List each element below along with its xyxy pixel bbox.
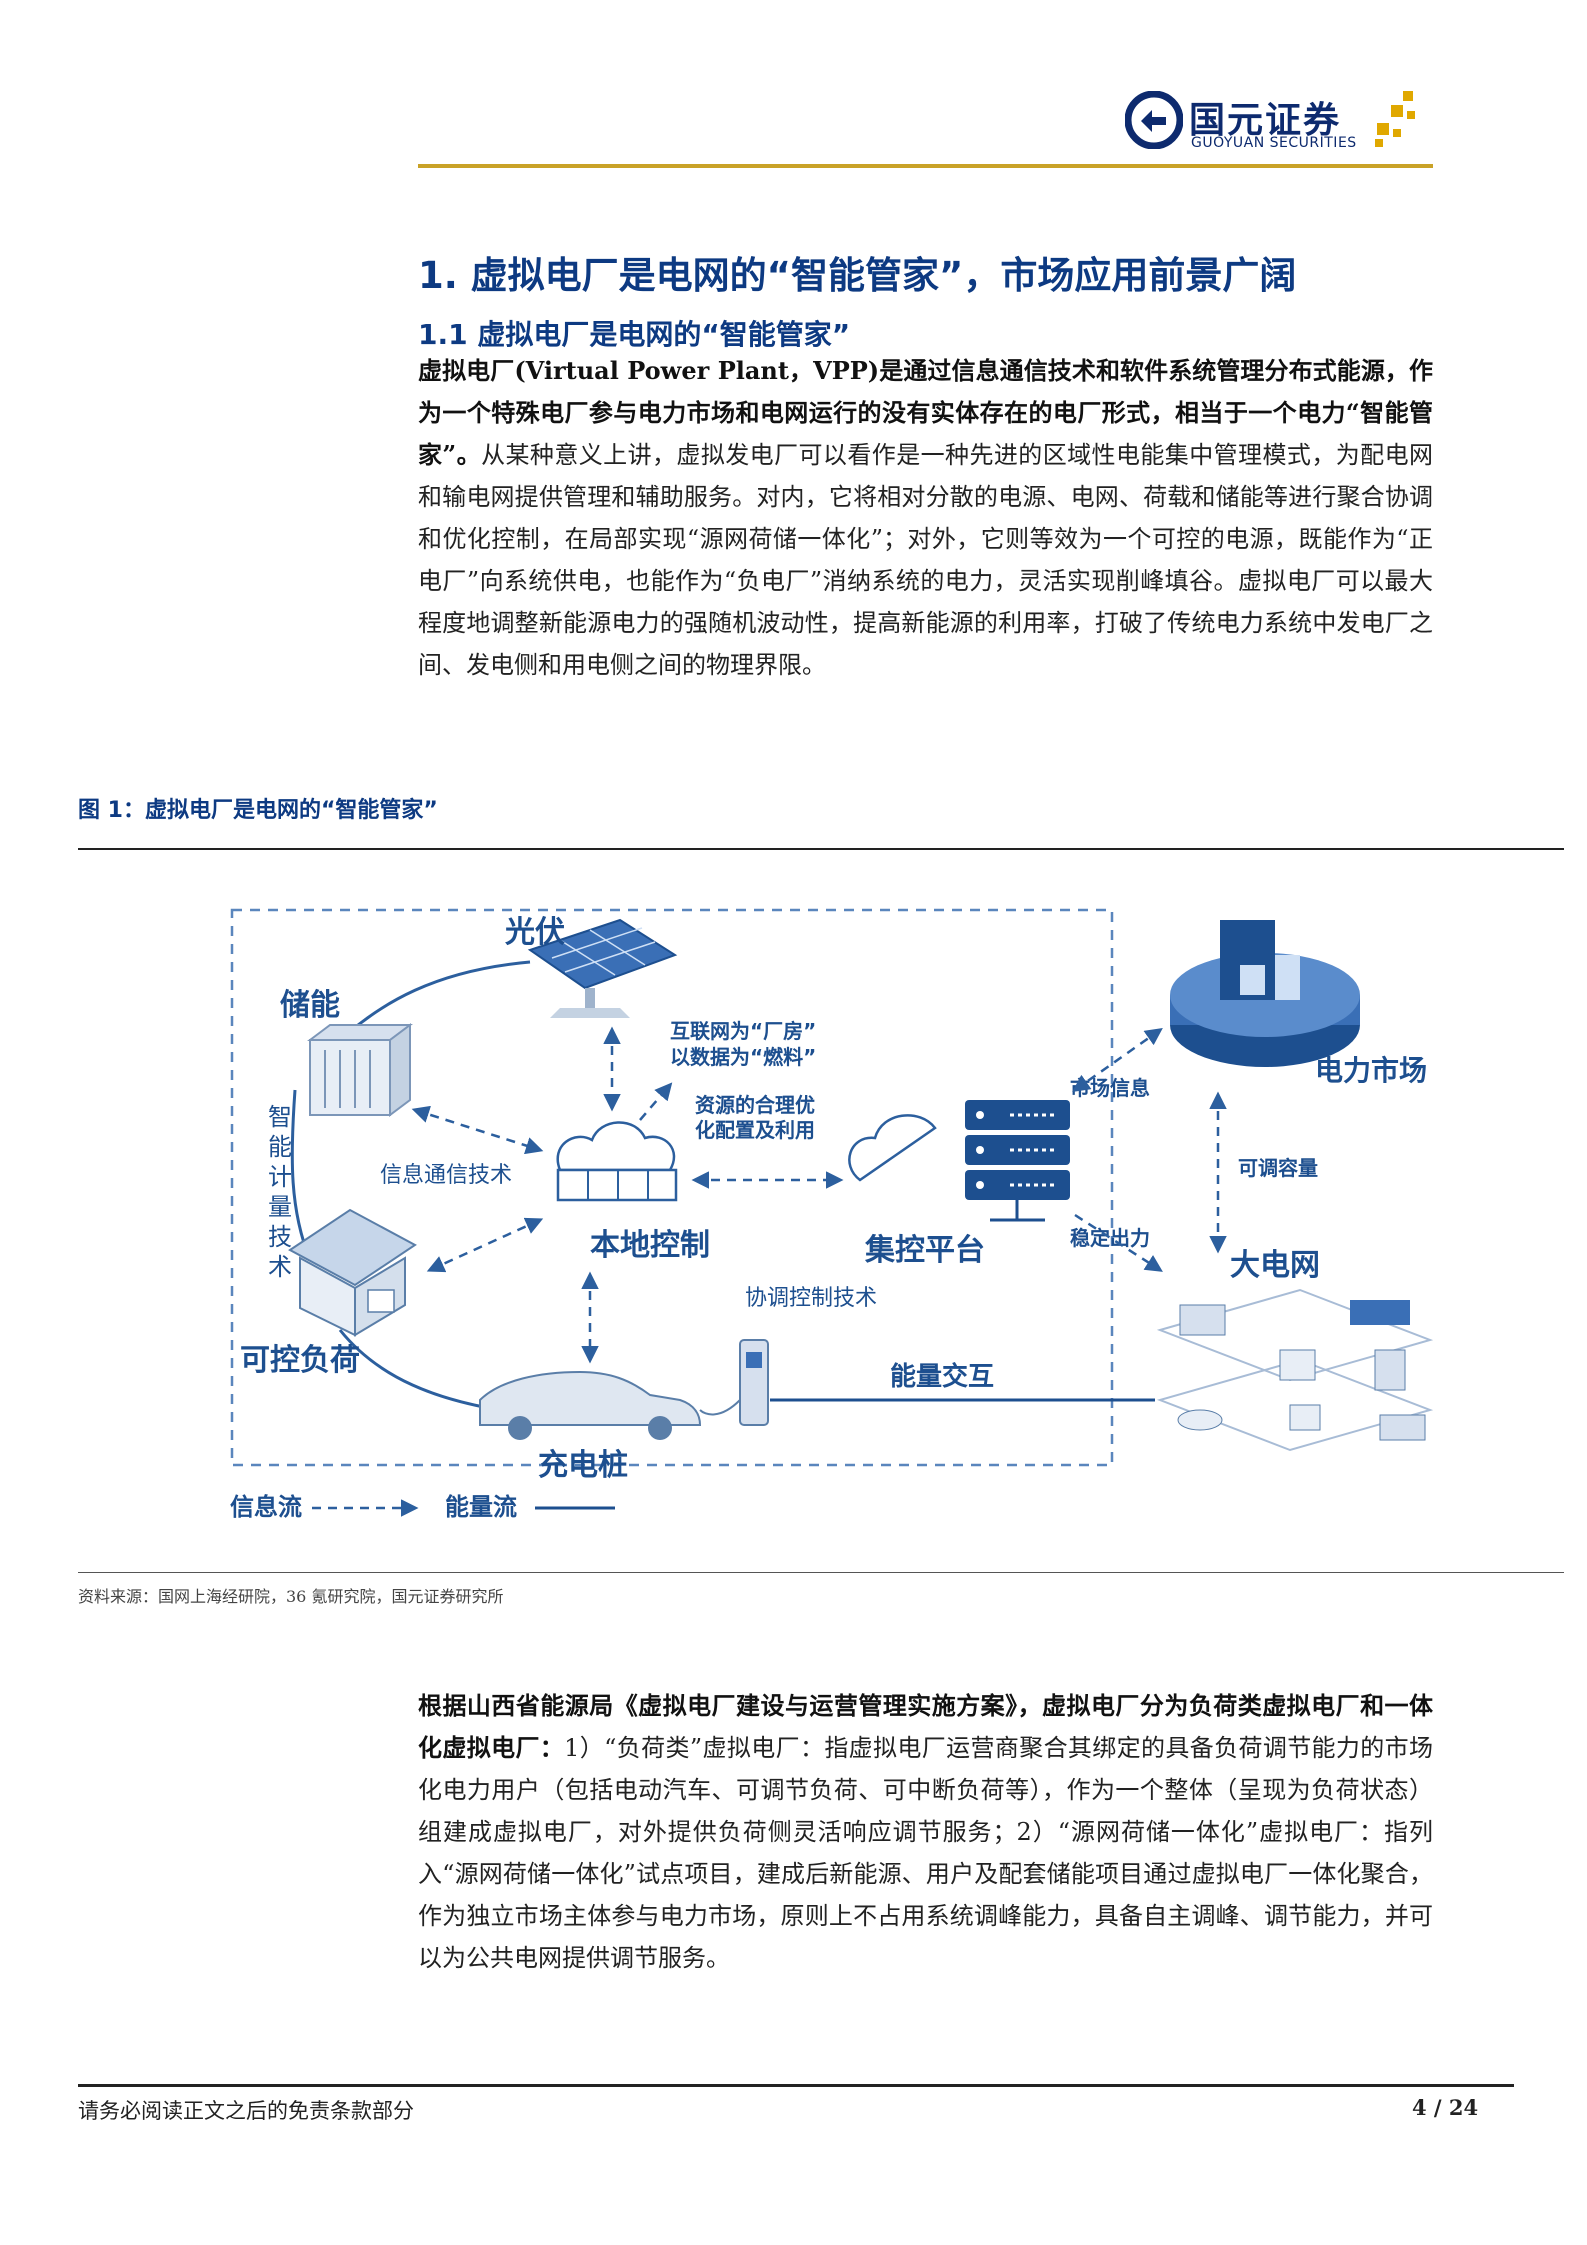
power-market-icon	[1170, 920, 1360, 1067]
legend-info-label: 信息流	[230, 1493, 302, 1521]
central-platform-label: 集控平台	[864, 1233, 985, 1268]
energy-exchange-label: 能量交互	[890, 1361, 994, 1392]
internet-factory-label-2: 以数据为“燃料”	[670, 1045, 816, 1069]
local-control-label: 本地控制	[590, 1228, 710, 1263]
subsection-heading: 1.1 虚拟电厂是电网的“智能管家”	[418, 318, 851, 351]
local-control-icon	[556, 1121, 678, 1202]
footer-rule	[78, 2084, 1514, 2087]
logo-circle-icon	[1125, 91, 1183, 149]
local-internet-flow	[639, 1082, 673, 1121]
central-market-flow	[1072, 1027, 1163, 1093]
grid-label: 大电网	[1230, 1248, 1320, 1283]
pv-label: 光伏	[505, 915, 565, 950]
logo-squares-icon	[1375, 91, 1415, 147]
internet-factory-label-1: 互联网为“厂房”	[670, 1019, 816, 1043]
car-icon	[479, 1370, 702, 1440]
smart-meter-label: 智能计量技术	[268, 1103, 292, 1281]
stable-output-label: 稳定出力	[1070, 1226, 1150, 1250]
central-grid-flow	[1074, 1213, 1163, 1272]
page-number: 4 / 24	[1412, 2095, 1479, 2120]
footer-disclaimer: 请务必阅读正文之后的免责条款部分	[78, 2099, 414, 2123]
power-market-label: 电力市场	[1315, 1054, 1427, 1087]
load-to-charging-arc	[338, 1329, 501, 1412]
storage-icon	[307, 1023, 413, 1117]
intro-bold-text: 虚拟电厂(Virtual Power Plant，VPP)是通过信息通信技术和软…	[418, 356, 1433, 469]
central-platform-icon	[848, 1100, 1070, 1222]
classification-bold-text: 根据山西省能源局《虚拟电厂建设与运营管理实施方案》，虚拟电厂分为负荷类虚拟电厂和…	[418, 1691, 1433, 1762]
logo-name-cn: 国元证券	[1189, 100, 1342, 141]
classification-paragraph: 根据山西省能源局《虚拟电厂建设与运营管理实施方案》，虚拟电厂分为负荷类虚拟电厂和…	[418, 1685, 1433, 1979]
market-info-label: 市场信息	[1070, 1076, 1150, 1100]
logo-name-en: GUOYUAN SECURITIES	[1191, 135, 1357, 151]
resource-label-2: 化配置及利用	[695, 1118, 815, 1142]
info-tech-label: 信息通信技术	[380, 1163, 512, 1188]
classification-body-text: 1）“负荷类”虚拟电厂：指虚拟电厂运营商聚合其绑定的具备负荷调节能力的市场化电力…	[418, 1734, 1433, 1972]
vpp-diagram: .lb { font-family: "DejaVu Sans", sans-s…	[230, 908, 1434, 1521]
legend-energy-label: 能量流	[445, 1493, 517, 1521]
pv-icon	[527, 918, 678, 1018]
header-rule	[418, 164, 1433, 168]
storage-to-load-arc	[290, 1089, 312, 1261]
storage-local-flow	[411, 1105, 544, 1155]
figure-bottom-rule	[78, 1572, 1564, 1573]
controllable-load-label: 可控负荷	[240, 1343, 360, 1378]
figure-top-rule	[78, 848, 1564, 850]
load-local-flow	[426, 1217, 544, 1273]
figure-title: 图 1：虚拟电厂是电网的“智能管家”	[78, 798, 438, 823]
charging-pile-label: 充电桩	[538, 1448, 628, 1483]
figure-source: 资料来源：国网上海经研院，36 氪研究院，国元证券研究所	[78, 1587, 504, 1606]
intro-paragraph: 虚拟电厂(Virtual Power Plant，VPP)是通过信息通信技术和软…	[418, 350, 1433, 686]
charging-pile-icon	[699, 1339, 769, 1426]
vpp-boundary	[230, 908, 1114, 1467]
coordination-label: 协调控制技术	[745, 1286, 877, 1311]
house-icon	[288, 1208, 417, 1337]
grid-icon	[1156, 1288, 1434, 1452]
storage-label: 储能	[280, 988, 340, 1023]
intro-body-text: 从某种意义上讲，虚拟发电厂可以看作是一种先进的区域性电能集中管理模式，为配电网和…	[418, 441, 1433, 679]
adjustable-capacity-label: 可调容量	[1238, 1156, 1318, 1180]
section-heading: 1. 虚拟电厂是电网的“智能管家”，市场应用前景广阔	[418, 254, 1297, 297]
brand-logo: 国元证券 GUOYUAN SECURITIES	[1125, 85, 1425, 155]
resource-label-1: 资源的合理优	[695, 1093, 815, 1117]
